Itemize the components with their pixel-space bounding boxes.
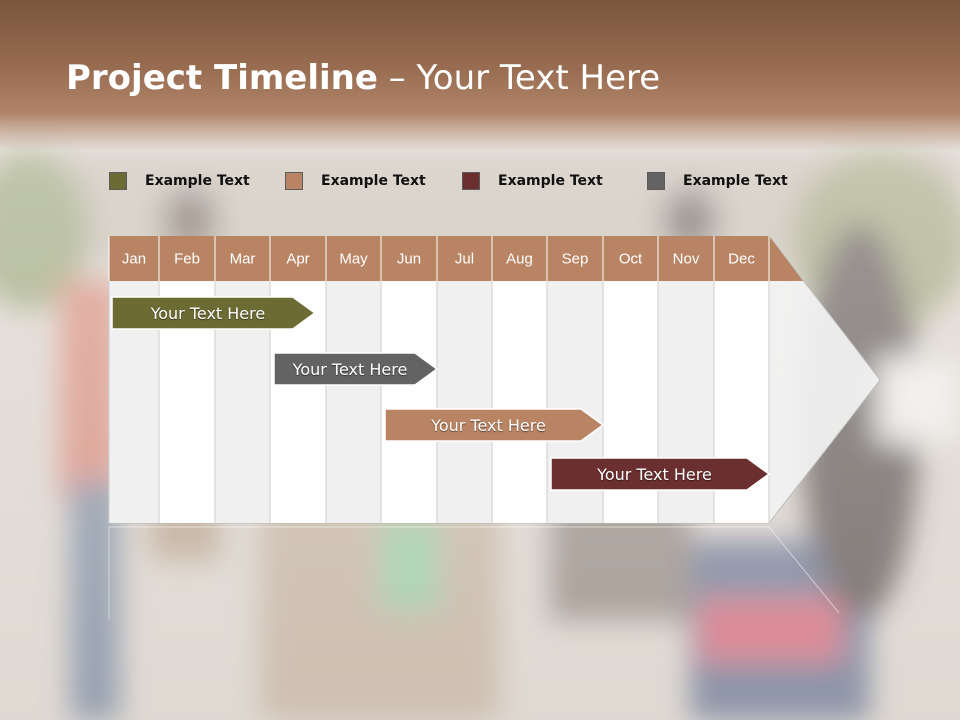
- month-label-dec: Dec: [728, 251, 755, 268]
- month-label-jan: Jan: [122, 251, 146, 268]
- legend-swatch-2: [285, 172, 303, 190]
- task-label-4: Your Text Here: [596, 465, 712, 484]
- task-label-2: Your Text Here: [292, 360, 408, 379]
- legend-label-3: Example Text: [498, 173, 603, 189]
- month-label-sep: Sep: [562, 251, 589, 268]
- month-label-may: May: [339, 251, 368, 268]
- month-label-aug: Aug: [506, 251, 533, 268]
- month-label-nov: Nov: [673, 251, 700, 268]
- legend-item-1: Example Text: [109, 170, 250, 192]
- month-label-feb: Feb: [174, 251, 200, 268]
- legend-swatch-3: [462, 172, 480, 190]
- task-label-1: Your Text Here: [150, 304, 266, 323]
- task-bar-4: [550, 457, 771, 491]
- month-column-may: [326, 281, 381, 523]
- task-bar-2: [273, 352, 439, 386]
- month-label-apr: Apr: [286, 251, 309, 268]
- legend-swatch-4: [647, 172, 665, 190]
- legend-swatch-1: [109, 172, 127, 190]
- month-column-aug: [492, 281, 547, 523]
- legend-label-4: Example Text: [683, 173, 788, 189]
- legend-label-1: Example Text: [145, 173, 250, 189]
- legend-item-2: Example Text: [285, 170, 426, 192]
- month-header-bar: [109, 236, 769, 281]
- month-label-mar: Mar: [230, 251, 256, 268]
- task-bar-3: [384, 408, 605, 442]
- month-column-jun: [381, 281, 437, 523]
- month-header-tip: [769, 236, 803, 281]
- reflection-line: [109, 526, 840, 614]
- legend-item-4: Example Text: [647, 170, 788, 192]
- month-label-jul: Jul: [455, 251, 474, 268]
- month-column-jul: [437, 281, 492, 523]
- header-band: [0, 0, 960, 150]
- title-bold: Project Timeline: [66, 58, 378, 98]
- legend-label-2: Example Text: [321, 173, 426, 189]
- legend-item-3: Example Text: [462, 170, 603, 192]
- month-label-oct: Oct: [619, 251, 643, 268]
- task-label-3: Your Text Here: [430, 416, 546, 435]
- page-title: Project Timeline – Your Text Here: [66, 58, 660, 98]
- title-rest: – Your Text Here: [377, 58, 661, 98]
- month-label-jun: Jun: [397, 251, 421, 268]
- task-bar-1: [111, 296, 317, 330]
